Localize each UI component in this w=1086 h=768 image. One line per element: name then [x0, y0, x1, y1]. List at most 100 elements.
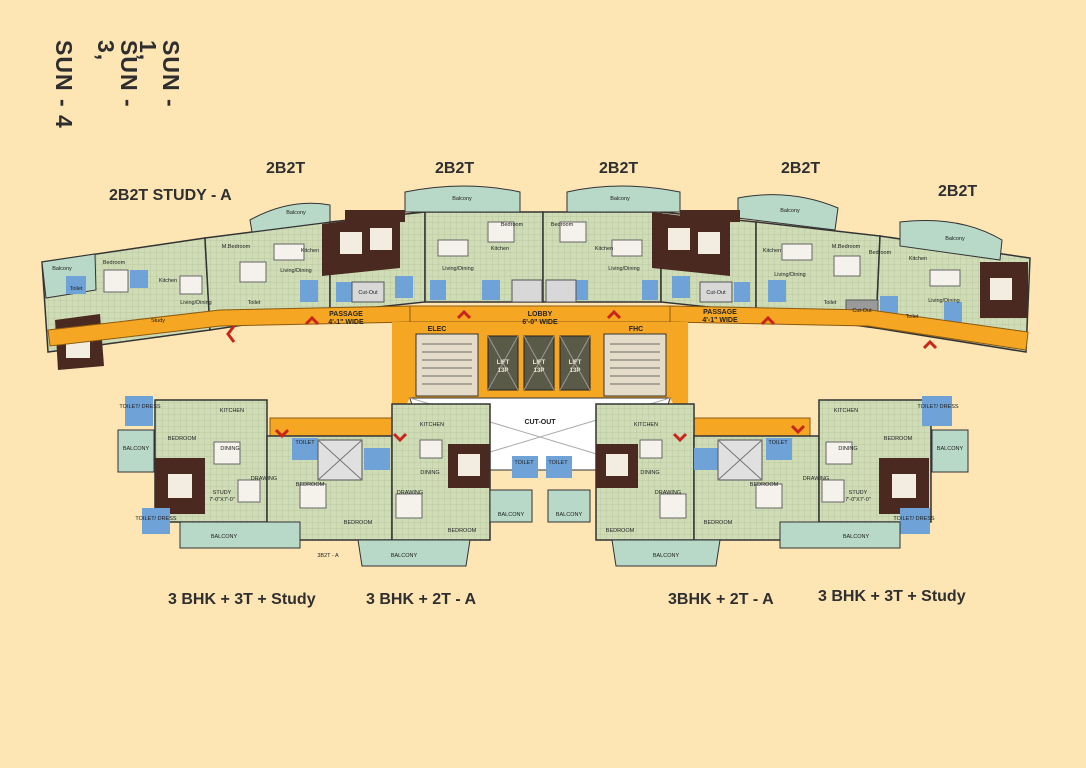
room-label-cutout: Cut-Out: [358, 290, 378, 296]
room-label-study: Study: [151, 318, 165, 324]
room-label-toilet-dress: TOILET/ DRESS: [135, 516, 176, 522]
unit-label-2b2t: 2B2T: [266, 160, 306, 177]
room-label-dining: DINING: [220, 446, 239, 452]
tower-label-sun-4: SUN - 4: [51, 40, 77, 129]
room-label-kitchen: Kitchen: [595, 246, 613, 252]
unit-label-2b2t: 2B2T: [938, 183, 978, 200]
direction-arrows: [226, 309, 938, 443]
room-label-study: STUDY: [213, 490, 232, 496]
room-label-toilet: Toilet: [906, 314, 919, 320]
tower-label-sun-1: SUN - 1,: [135, 40, 184, 108]
room-label-bedroom: BEDROOM: [448, 528, 477, 534]
passage-right-width: 4'-1" WIDE: [702, 317, 738, 324]
unit-label-3bhk-3t-study: 3 BHK + 3T + Study: [168, 591, 316, 608]
unit-label-3bhk-2t-a: 3 BHK + 2T - A: [366, 591, 477, 608]
room-label-balcony: Balcony: [52, 266, 72, 272]
room-label-cutout: Cut-Out: [852, 308, 872, 314]
room-label-bedroom: BEDROOM: [344, 520, 373, 526]
passage-right-label: PASSAGE: [703, 309, 737, 316]
room-label-toilet: TOILET: [295, 440, 315, 446]
room-label-bedroom: BEDROOM: [704, 520, 733, 526]
room-label-toilet: Toilet: [70, 286, 83, 292]
room-label-bedroom: Bedroom: [869, 250, 892, 256]
room-label-living-dining: Living/Dining: [180, 300, 212, 306]
room-label-dining: DINING: [838, 446, 857, 452]
room-label-m-bedroom: M.Bedroom: [832, 244, 861, 250]
room-label-living-dining: Living/Dining: [774, 272, 806, 278]
room-label-kitchen: Kitchen: [909, 256, 927, 262]
unit-label-2b2t-study-a: 2B2T STUDY - A: [109, 187, 232, 204]
room-label-kitchen: KITCHEN: [634, 422, 658, 428]
room-label-study-dim: 7'-0"X7'-0": [209, 497, 235, 503]
lobby-label: LOBBY: [528, 311, 553, 318]
lift-3-label: LIFT: [569, 360, 582, 366]
unit-label-3bhk-3t-study: 3 BHK + 3T + Study: [818, 588, 966, 605]
room-label-toilet: TOILET: [548, 460, 568, 466]
bottom-wing: [117, 396, 969, 567]
room-label-drawing: DRAWING: [655, 490, 681, 496]
room-label-dining: DINING: [420, 470, 439, 476]
room-label-living-dining: Living/Dining: [608, 266, 640, 272]
lift-2-cap: 13P: [534, 368, 545, 374]
room-label-toilet-dress: TOILET/ DRESS: [119, 404, 160, 410]
room-label-bedroom: BEDROOM: [606, 528, 635, 534]
lift-3-cap: 13P: [570, 368, 581, 374]
room-label-kitchen: KITCHEN: [220, 408, 244, 414]
room-label-balcony: Balcony: [286, 210, 306, 216]
room-label-toilet: Toilet: [248, 300, 261, 306]
room-label-living-dining: Living/Dining: [280, 268, 312, 274]
room-label-balcony: BALCONY: [498, 512, 525, 518]
room-label-balcony: BALCONY: [211, 534, 238, 540]
room-label-drawing: DRAWING: [397, 490, 423, 496]
room-label-bedroom: Bedroom: [551, 222, 574, 228]
room-label-kitchen: KITCHEN: [420, 422, 444, 428]
unit-label-2b2t: 2B2T: [781, 160, 821, 177]
tower-labels: SUN - 1, SUN - 3, SUN - 4: [51, 40, 184, 130]
unit-label-3bhk-2t-a: 3BHK + 2T - A: [668, 591, 774, 608]
room-label-bedroom: BEDROOM: [884, 436, 913, 442]
room-label-kitchen: Kitchen: [491, 246, 509, 252]
cutout-label: CUT-OUT: [524, 419, 556, 426]
room-label-balcony: BALCONY: [937, 446, 964, 452]
tower-label-sun-3: SUN - 3,: [93, 40, 142, 108]
lift-2-label: LIFT: [533, 360, 546, 366]
room-label-balcony: Balcony: [610, 196, 630, 202]
room-label-toilet: TOILET: [768, 440, 788, 446]
room-label-kitchen: Kitchen: [763, 248, 781, 254]
room-label-bedroom: BEDROOM: [168, 436, 197, 442]
room-label-kitchen: Kitchen: [301, 248, 319, 254]
unit-label-2b2t: 2B2T: [599, 160, 639, 177]
room-label-balcony: BALCONY: [653, 553, 680, 559]
room-label-3b2t-a: 3B2T - A: [317, 553, 339, 559]
room-label-toilet: TOILET: [514, 460, 534, 466]
lift-1-label: LIFT: [497, 360, 510, 366]
passage-left-width: 4'-1" WIDE: [328, 319, 364, 326]
unit-label-2b2t: 2B2T: [435, 160, 475, 177]
lift-1-cap: 13P: [498, 368, 509, 374]
room-label-balcony: Balcony: [452, 196, 472, 202]
room-label-toilet-dress: TOILET/ DRESS: [917, 404, 958, 410]
room-label-m-bedroom: M.Bedroom: [222, 244, 251, 250]
lobby-width: 6'-0" WIDE: [522, 319, 558, 326]
fhc-label: FHC: [629, 326, 643, 333]
room-label-drawing: DRAWING: [251, 476, 277, 482]
elec-label: ELEC: [428, 326, 447, 333]
room-label-toilet-dress: TOILET/ DRESS: [893, 516, 934, 522]
room-label-drawing: DRAWING: [803, 476, 829, 482]
room-label-study-dim: 7'-0"X7'-0": [845, 497, 871, 503]
passage-left-label: PASSAGE: [329, 311, 363, 318]
room-label-bedroom: BEDROOM: [750, 482, 779, 488]
room-label-living-dining: Living/Dining: [928, 298, 960, 304]
room-label-study: STUDY: [849, 490, 868, 496]
room-label-balcony: Balcony: [780, 208, 800, 214]
room-label-cutout: Cut-Out: [706, 290, 726, 296]
room-label-bedroom: Bedroom: [501, 222, 524, 228]
room-label-balcony: BALCONY: [391, 553, 418, 559]
room-label-toilet: Toilet: [824, 300, 837, 306]
room-label-kitchen: Kitchen: [159, 278, 177, 284]
room-label-living-dining: Living/Dining: [442, 266, 474, 272]
room-label-dining: DINING: [640, 470, 659, 476]
room-label-kitchen: KITCHEN: [834, 408, 858, 414]
room-label-balcony: Balcony: [945, 236, 965, 242]
